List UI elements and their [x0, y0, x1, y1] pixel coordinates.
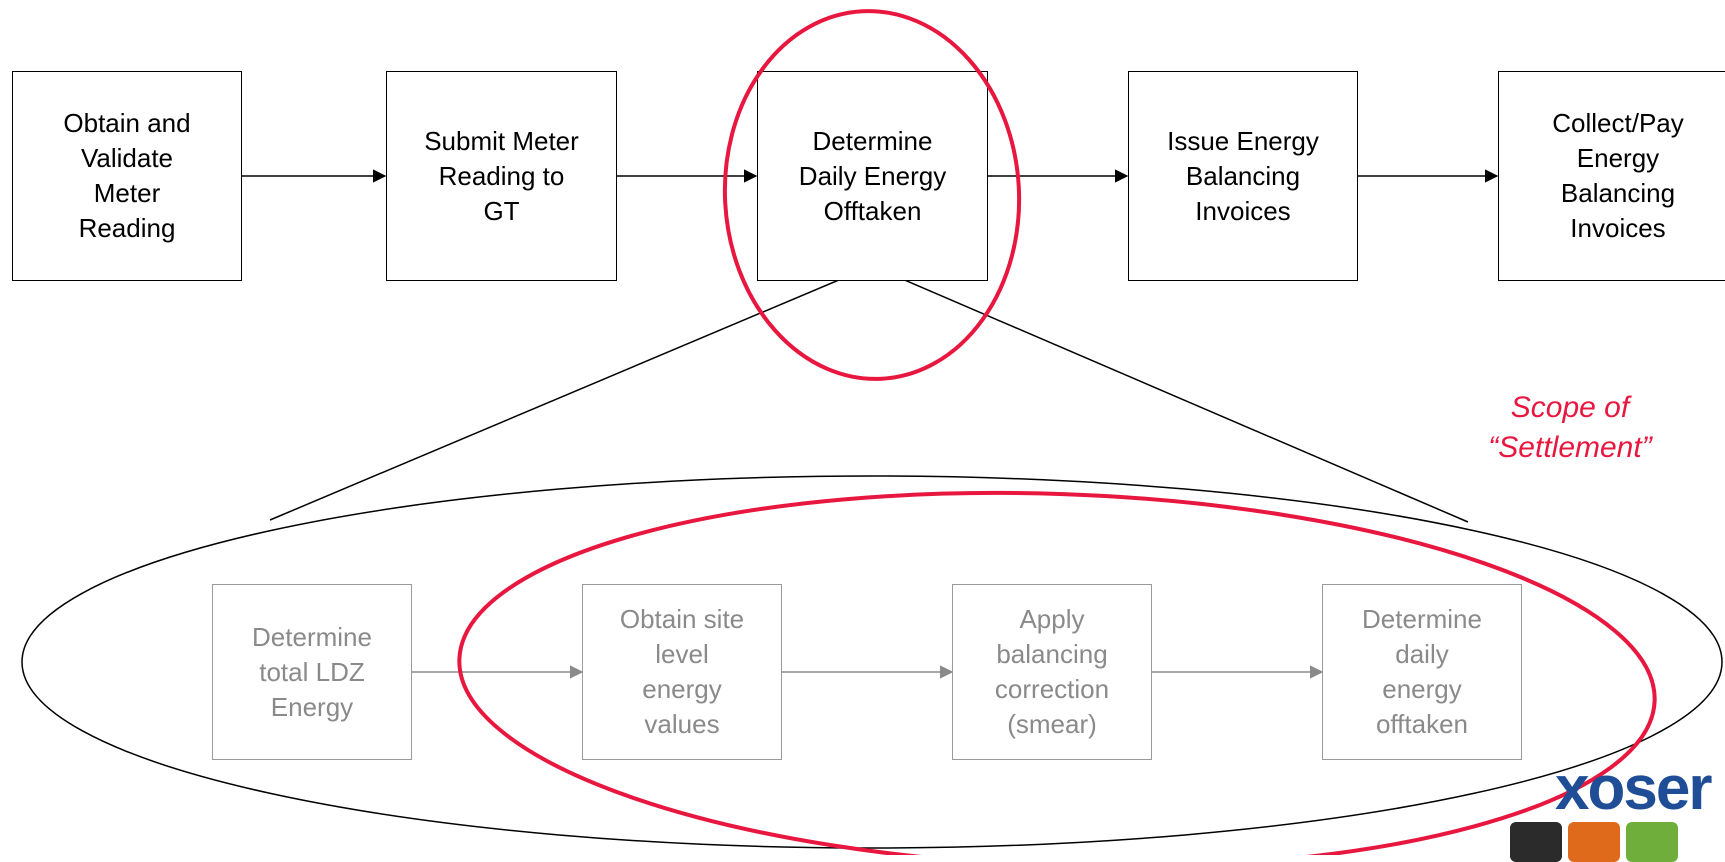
meter-photo-tile [1510, 822, 1562, 862]
step-issue-invoices: Issue Energy Balancing Invoices [1128, 71, 1358, 281]
leaf-photo-tile [1626, 822, 1678, 862]
scope-label: Scope of “Settlement” [1488, 391, 1652, 464]
detail-determine-daily-offtaken: Determine daily energy offtaken [1322, 584, 1522, 760]
xoserve-logo: xoser [1555, 754, 1712, 823]
detail-apply-smear: Apply balancing correction (smear) [952, 584, 1152, 760]
detail-determine-ldz-energy: Determine total LDZ Energy [212, 584, 412, 760]
zoom-line-left [269, 265, 873, 521]
step-submit-meter-reading: Submit Meter Reading to GT [386, 71, 617, 281]
step-obtain-validate: Obtain and Validate Meter Reading [12, 71, 242, 281]
step-collect-pay: Collect/Pay Energy Balancing Invoices [1498, 71, 1725, 281]
zoom-line-right [871, 265, 1469, 523]
detail-obtain-site-energy: Obtain site level energy values [582, 584, 782, 760]
step-determine-daily-energy: Determine Daily Energy Offtaken [757, 71, 988, 281]
flame-photo-tile [1568, 822, 1620, 862]
